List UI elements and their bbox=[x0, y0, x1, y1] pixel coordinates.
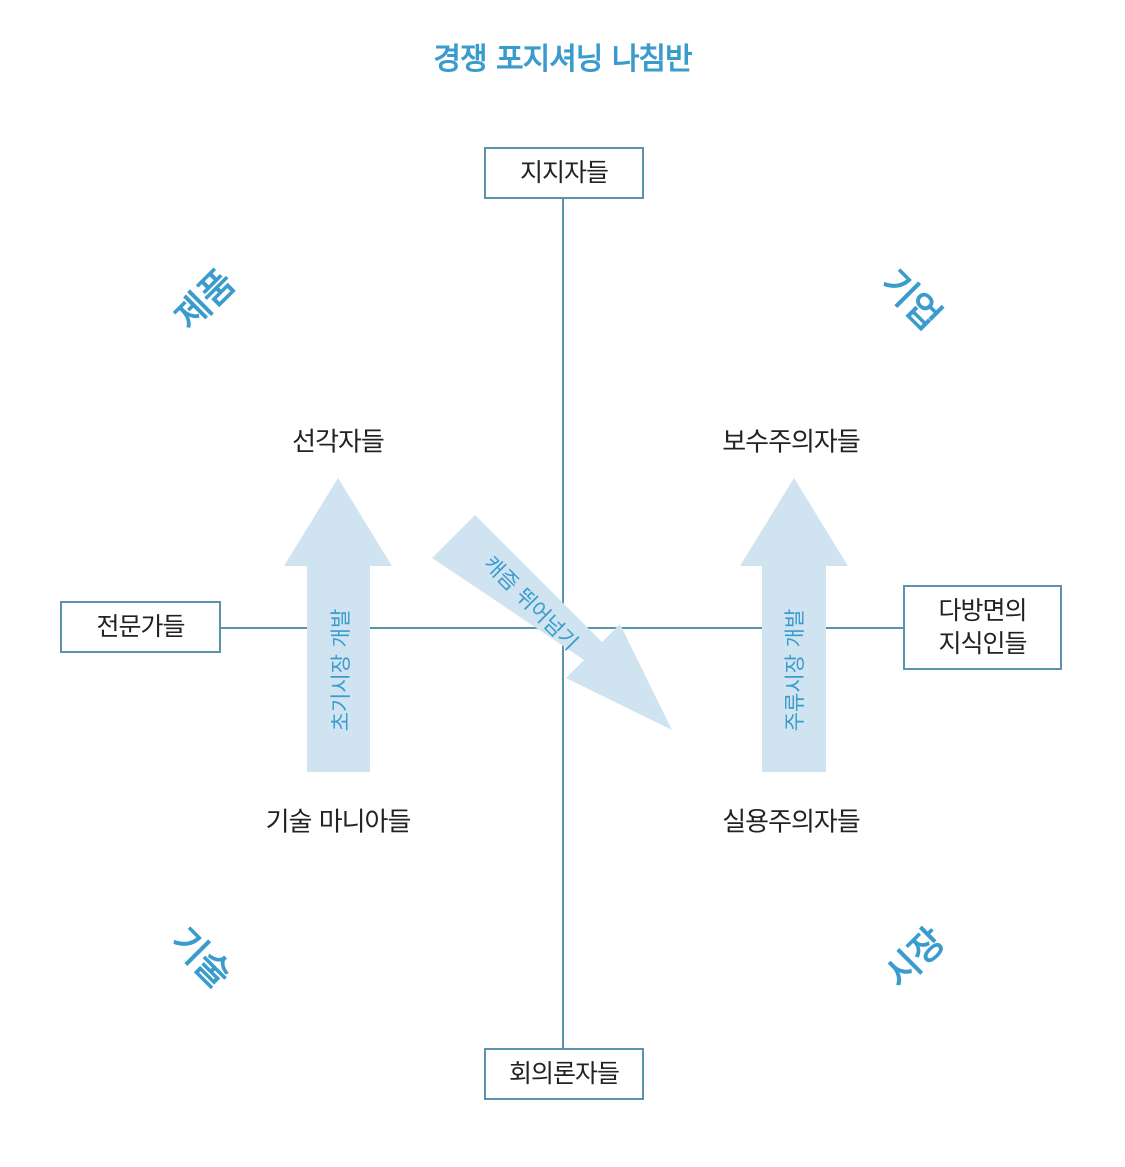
early-market-arrow-label: 초기시장 개발 bbox=[329, 609, 353, 732]
supporters-box: 지지자들 bbox=[484, 147, 644, 199]
pragmatists-label: 실용주의자들 bbox=[722, 807, 861, 838]
skeptics-box: 회의론자들 bbox=[484, 1048, 644, 1100]
mainstream-market-arrow bbox=[740, 478, 848, 772]
diagram-title: 경쟁 포지셔닝 나침반 bbox=[433, 42, 692, 77]
early-market-arrow bbox=[284, 478, 392, 772]
chasm-crossing-arrow-label: 캐즘 뛰어넘기 bbox=[479, 551, 583, 655]
generalists-line2: 지식인들 bbox=[938, 628, 1027, 658]
experts-box: 전문가들 bbox=[60, 601, 221, 653]
chasm-crossing-arrow bbox=[432, 515, 672, 730]
generalists-line1: 다방면의 bbox=[938, 596, 1027, 625]
generalists-box: 다방면의 지식인들 bbox=[903, 585, 1062, 670]
visionaries-label: 선각자들 bbox=[292, 427, 385, 458]
tech-enthusiasts-label: 기술 마니아들 bbox=[265, 807, 412, 838]
mainstream-market-arrow-label: 주류시장 개발 bbox=[783, 609, 807, 732]
conservatives-label: 보수주의자들 bbox=[722, 427, 861, 458]
